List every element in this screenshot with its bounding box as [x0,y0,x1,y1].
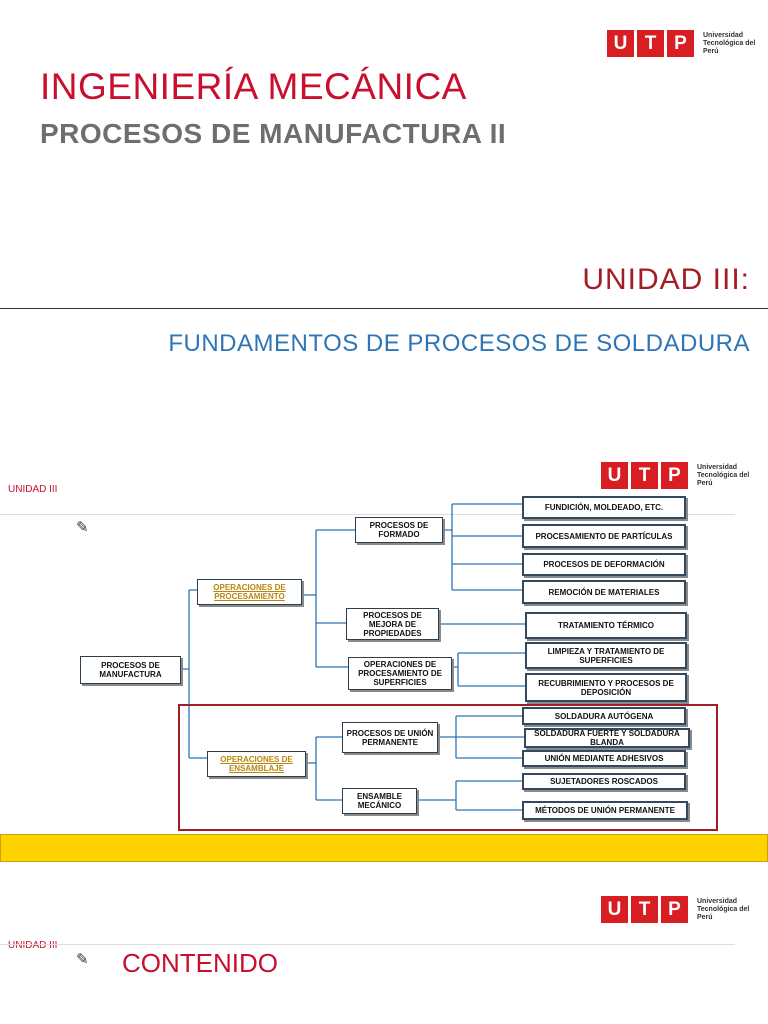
node-permanent-joining: PROCESOS DE UNIÓN PERMANENTE [342,722,438,753]
highlight-bar [0,834,768,862]
contents-heading: CONTENIDO [122,948,278,978]
pushpin-icon: ✎ [76,951,89,968]
leaf-adhesive-bonding: UNIÓN MEDIANTE ADHESIVOS [522,750,686,767]
utp-logo: U T P Universidad Tecnológica del Perú [601,462,753,489]
contents-slide: U T P Universidad Tecnológica del Perú U… [0,870,768,1024]
course-title: INGENIERÍA MECÁNICA [40,66,467,107]
node-property-improvement: PROCESOS DE MEJORA DE PROPIEDADES [346,608,439,640]
divider [0,514,735,515]
unit-topic: FUNDAMENTOS DE PROCESOS DE SOLDADURA [168,330,750,357]
leaf-threaded-fasteners: SUJETADORES ROSCADOS [522,773,686,790]
leaf-fusion-welding: SOLDADURA AUTÓGENA [522,707,686,725]
connector-lines [181,503,525,811]
leaf-particle-processing: PROCESAMIENTO DE PARTÍCULAS [522,524,686,548]
unit-label: UNIDAD III [8,940,58,951]
title-slide: U T P Universidad Tecnológica del Perú I… [0,0,768,440]
highlight-frame [178,704,718,831]
leaf-surface-cleaning: LIMPIEZA Y TRATAMIENTO DE SUPERFICIES [525,642,687,669]
divider [0,944,735,945]
university-name: Universidad Tecnológica del Perú [703,31,756,55]
node-surface-processing: OPERACIONES DE PROCESAMIENTO DE SUPERFIC… [348,657,452,690]
node-mechanical-assembly: ENSAMBLE MECÁNICO [342,788,417,814]
node-forming-processes: PROCESOS DE FORMADO [355,517,443,543]
leaf-coating: RECUBRIMIENTO Y PROCESOS DE DEPOSICIÓN [525,673,687,702]
leaf-material-removal: REMOCIÓN DE MATERIALES [522,580,686,604]
node-manufacturing-processes: PROCESOS DE MANUFACTURA [80,656,181,684]
unit-title: UNIDAD III: [582,263,750,296]
leaf-deformation: PROCESOS DE DEFORMACIÓN [522,553,686,576]
course-subtitle: PROCESOS DE MANUFACTURA II [40,118,507,149]
leaf-permanent-joining-methods: MÉTODOS DE UNIÓN PERMANENTE [522,801,688,820]
leaf-casting: FUNDICIÓN, MOLDEADO, ETC. [522,496,686,519]
unit-label: UNIDAD III [8,484,58,495]
university-name: Universidad Tecnológica del Perú [697,463,750,487]
node-processing-operations: OPERACIONES DE PROCESAMIENTO [197,579,302,605]
pushpin-icon: ✎ [76,519,89,536]
leaf-heat-treatment: TRATAMIENTO TÉRMICO [525,612,687,639]
utp-logo: U T P Universidad Tecnológica del Perú [607,30,759,57]
divider [0,308,768,309]
university-name: Universidad Tecnológica del Perú [697,897,750,921]
diagram-slide: U T P Universidad Tecnológica del Perú U… [0,440,768,870]
node-assembly-operations: OPERACIONES DE ENSAMBLAJE [207,751,306,777]
utp-logo: U T P Universidad Tecnológica del Perú [601,896,753,923]
leaf-brazing-soldering: SOLDADURA FUERTE Y SOLDADURA BLANDA [524,728,690,748]
